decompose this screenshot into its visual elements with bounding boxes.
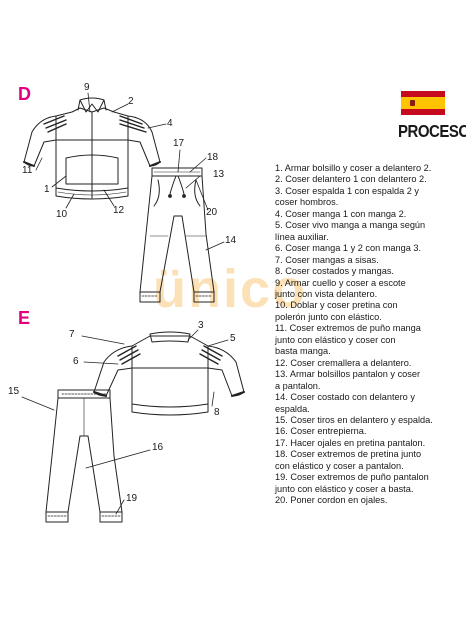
callout-9: 9 [84,82,90,93]
callout-16: 16 [152,442,164,453]
callout-14: 14 [225,235,237,246]
view-letter-d: D [18,84,31,104]
callout-leaders [21,92,229,515]
process-step: 19. Coser extremos de puño pantalon junt… [275,472,429,494]
callout-7: 7 [69,329,75,340]
process-step: 2. Coser delantero 1 con delantero 2. [275,174,427,185]
callout-12: 12 [113,205,125,216]
callout-8: 8 [214,407,220,418]
process-step: 13. Armar bolsillos pantalon y coser a p… [275,369,421,391]
callout-15: 15 [8,386,20,397]
jacket-back-drawing [93,331,245,416]
process-step: 4. Coser manga 1 con manga 2. [275,208,407,219]
pants-front-drawing [139,167,215,303]
process-step: 1. Armar bolsillo y coser a delantero 2. [275,163,432,173]
spain-flag-icon [401,91,445,115]
process-step: 10. Doblar y coser pretina con polerón j… [275,300,398,322]
callout-2: 2 [128,96,134,107]
process-step: 9. Armar cuello y coser a escote junto c… [275,277,406,299]
callout-1: 1 [44,184,50,195]
callout-17: 17 [173,138,185,149]
process-step: 15. Coser tiros en delantero y espalda. [275,414,433,425]
process-step: 11. Coser extremos de puño manga junto c… [275,323,421,357]
callout-18: 18 [207,152,219,163]
process-step: 7. Coser mangas a sisas. [275,254,379,265]
callout-3: 3 [198,320,204,331]
callout-10: 10 [56,209,68,220]
callout-20: 20 [206,207,218,218]
process-step: 12. Coser cremallera a delantero. [275,357,412,368]
process-step: 14. Coser costado con delantero y espald… [275,392,415,414]
callout-11: 11 [22,165,33,176]
jacket-front-drawing [23,97,161,200]
process-step: 8. Coser costados y mangas. [275,266,394,277]
pants-back-drawing [45,389,123,523]
process-step: 5. Coser vivo manga a manga según línea … [275,220,426,242]
callout-5: 5 [230,333,236,344]
process-title: PROCESO [398,122,466,142]
process-step: 3. Coser espalda 1 con espalda 2 y coser… [275,185,420,208]
process-steps-list: 1. Armar bolsillo y coser a delantero 2.… [275,163,465,507]
process-step: 17. Hacer ojales en pretina pantalon. [275,437,426,448]
process-step: 6. Coser manga 1 y 2 con manga 3. [275,243,422,254]
process-step: 20. Poner cordon en ojales. [275,495,388,506]
process-step: 16. Coser entrepierna. [275,426,367,437]
view-letter-e: E [18,308,31,328]
process-step: 18. Coser extremos de pretina junto con … [275,449,422,471]
callout-4: 4 [167,118,173,129]
callout-13: 13 [213,169,225,180]
callout-6: 6 [73,356,79,367]
callout-19: 19 [126,493,138,504]
